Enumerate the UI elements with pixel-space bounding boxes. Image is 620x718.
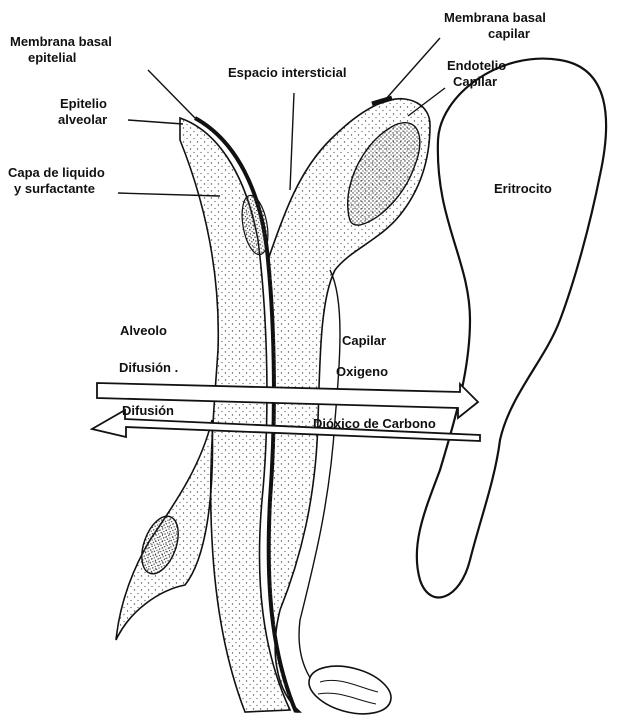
label-membrana-basal-capilar-line2: capilar xyxy=(488,26,530,41)
label-capa-liquido-line1: Capa de liquido xyxy=(8,165,105,180)
label-epitelio-alveolar-line1: Epitelio xyxy=(60,96,107,111)
leader-epitelio-alveolar xyxy=(128,120,183,124)
label-epitelio-alveolar: Epitelio alveolar xyxy=(58,96,111,127)
label-difusion-1: Difusión . xyxy=(119,360,178,375)
label-capa-liquido: Capa de liquido y surfactante xyxy=(8,165,108,196)
erythrocyte xyxy=(417,59,606,598)
label-endotelio-capilar-line1: Endotelio xyxy=(447,58,506,73)
label-membrana-basal-epitelial-line2: epitelial xyxy=(28,50,76,65)
label-membrana-basal-capilar-line1: Membrana basal xyxy=(444,10,546,25)
label-capilar: Capilar xyxy=(342,333,386,348)
label-endotelio-capilar-line2: Capilar xyxy=(453,74,497,89)
label-oxigeno: Oxigeno xyxy=(336,364,388,379)
label-difusion-2: Difusión xyxy=(122,403,174,418)
label-membrana-basal-epitelial-line1: Membrana basal xyxy=(10,34,112,49)
label-membrana-basal-epitelial: Membrana basal epitelial xyxy=(10,34,116,65)
leader-espacio-intersticial xyxy=(290,93,294,190)
leader-membrana-basal-epitelial xyxy=(148,70,195,118)
leader-membrana-basal-capilar xyxy=(385,38,440,100)
label-epitelio-alveolar-line2: alveolar xyxy=(58,112,107,127)
label-espacio-intersticial: Espacio intersticial xyxy=(228,65,347,80)
label-capa-liquido-line2: y surfactante xyxy=(14,181,95,196)
label-membrana-basal-capilar: Membrana basal capilar xyxy=(444,10,550,41)
label-eritrocito: Eritrocito xyxy=(494,181,552,196)
label-dioxido-carbono: Dióxico de Carbono xyxy=(313,416,436,431)
label-alveolo: Alveolo xyxy=(120,323,167,338)
label-endotelio-capilar: Endotelio Capilar xyxy=(447,58,510,89)
bottom-cell xyxy=(304,658,397,718)
